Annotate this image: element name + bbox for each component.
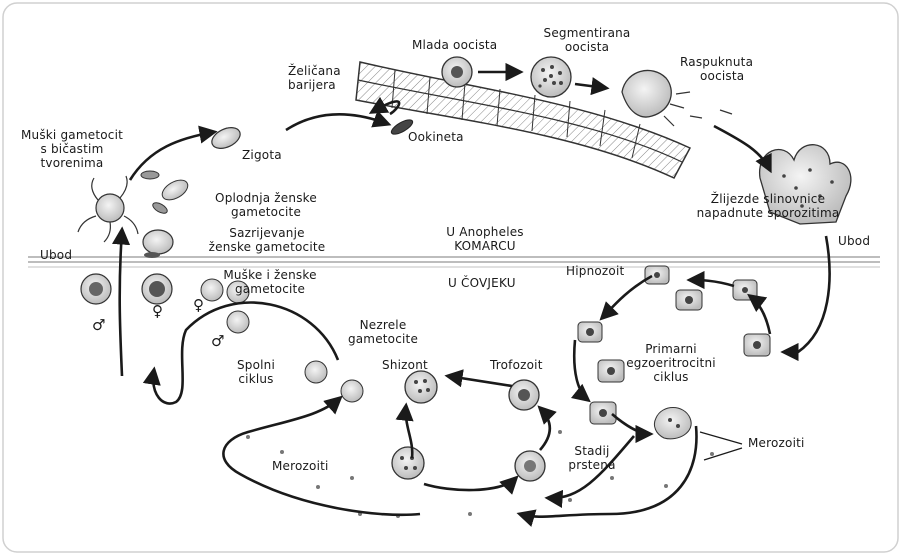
label-sexual-cycle: Spolni ciklus <box>224 358 288 386</box>
female-symbol-icon: ♀ <box>152 304 163 319</box>
label-fertilization-line2: gametocite <box>196 205 336 219</box>
label-in-mosquito: U Anopheles KOMARCU <box>430 225 540 253</box>
label-female-maturation: Sazrijevanje ženske gametocite <box>192 226 342 254</box>
label-bite-left: Ubod <box>40 248 72 262</box>
label-young-oocyst: Mlada oocista <box>412 38 497 52</box>
label-gut-barrier-line2: barijera <box>288 78 341 92</box>
label-zygote: Zigota <box>242 148 282 162</box>
label-sexual-cycle-line1: Spolni <box>224 358 288 372</box>
label-immature-gametocytes-line1: Nezrele <box>338 318 428 332</box>
label-schizont: Shizont <box>382 358 428 372</box>
label-male-female-gametocytes: Muške i ženske gametocite <box>204 268 336 296</box>
label-gut-barrier-line1: Želičana <box>288 64 341 78</box>
blood-gametocyte-male-icon <box>81 274 111 304</box>
label-in-mosquito-line2: KOMARCU <box>430 239 540 253</box>
label-fertilization-line1: Oplodnja ženske <box>196 191 336 205</box>
label-ring-stage-line2: prstena <box>560 458 624 472</box>
label-ruptured-oocyst: Raspuknuta oocista <box>680 55 753 83</box>
merozoite-release-icon <box>392 447 424 479</box>
label-ookinete: Ookineta <box>408 130 464 144</box>
merozoite-pointer-lines <box>700 432 742 460</box>
male-symbol-icon: ♂ <box>92 318 106 333</box>
label-male-female-gametocytes-line2: gametocite <box>204 282 336 296</box>
label-immature-gametocytes: Nezrele gametocite <box>338 318 428 346</box>
label-primary-exoerythrocytic-cycle: Primarni egzoeritrocitni ciklus <box>616 342 726 384</box>
label-bite-right: Ubod <box>838 234 870 248</box>
label-salivary-glands-line1: Žlijezde slinovnice <box>688 192 848 206</box>
label-in-human: U ČOVJEKU <box>448 276 516 290</box>
label-salivary-glands: Žlijezde slinovnice napadnute sporozitim… <box>688 192 848 220</box>
ring-stage-icon <box>515 451 545 481</box>
schizont-icon <box>405 371 437 403</box>
label-primary-cycle-line1: Primarni <box>616 342 726 356</box>
label-fertilization: Oplodnja ženske gametocite <box>196 191 336 219</box>
trophozoite-icon <box>509 380 539 410</box>
label-segmented-oocyst-line1: Segmentirana <box>532 26 642 40</box>
label-in-mosquito-line1: U Anopheles <box>430 225 540 239</box>
label-primary-cycle-line3: ciklus <box>616 370 726 384</box>
label-sexual-cycle-line2: ciklus <box>224 372 288 386</box>
label-female-maturation-line2: ženske gametocite <box>192 240 342 254</box>
label-male-gametocyte-line2: s bičastim <box>18 142 126 156</box>
label-female-maturation-line1: Sazrijevanje <box>192 226 342 240</box>
label-male-gametocyte-line1: Muški gametocit <box>18 128 126 142</box>
host-divider <box>28 257 880 267</box>
young-oocyst-icon <box>442 57 472 87</box>
label-segmented-oocyst-line2: oocista <box>532 40 642 54</box>
label-salivary-glands-line2: napadnute sporozitima <box>688 206 848 220</box>
label-male-gametocyte-line3: tvorenima <box>18 156 126 170</box>
label-ruptured-oocyst-line1: Raspuknuta <box>680 55 753 69</box>
blood-gametocyte-female-icon <box>142 274 172 304</box>
label-immature-gametocytes-line2: gametocite <box>338 332 428 346</box>
male-symbol-icon-2: ♂ <box>211 334 225 349</box>
label-gut-barrier: Želičana barijera <box>288 64 341 92</box>
label-trophozoite: Trofozoit <box>490 358 543 372</box>
label-hypnozoite: Hipnozoit <box>566 264 624 278</box>
label-ring-stage: Stadij prstena <box>560 444 624 472</box>
label-male-female-gametocytes-line1: Muške i ženske <box>204 268 336 282</box>
male-gametocyte-flagella-icon <box>78 171 191 242</box>
label-merozoites-right: Merozoiti <box>748 436 805 450</box>
segmented-oocyst-icon <box>531 57 571 97</box>
label-male-gametocyte: Muški gametocit s bičastim tvorenima <box>18 128 126 170</box>
label-segmented-oocyst: Segmentirana oocista <box>532 26 642 54</box>
female-gametocyte-icon <box>143 230 173 258</box>
label-primary-cycle-line2: egzoeritrocitni <box>616 356 726 370</box>
label-merozoites-left: Merozoiti <box>272 459 329 473</box>
label-ring-stage-line1: Stadij <box>560 444 624 458</box>
label-ruptured-oocyst-line2: oocista <box>680 69 753 83</box>
zygote-icon <box>209 124 244 153</box>
female-symbol-icon-2: ♀ <box>193 298 204 313</box>
